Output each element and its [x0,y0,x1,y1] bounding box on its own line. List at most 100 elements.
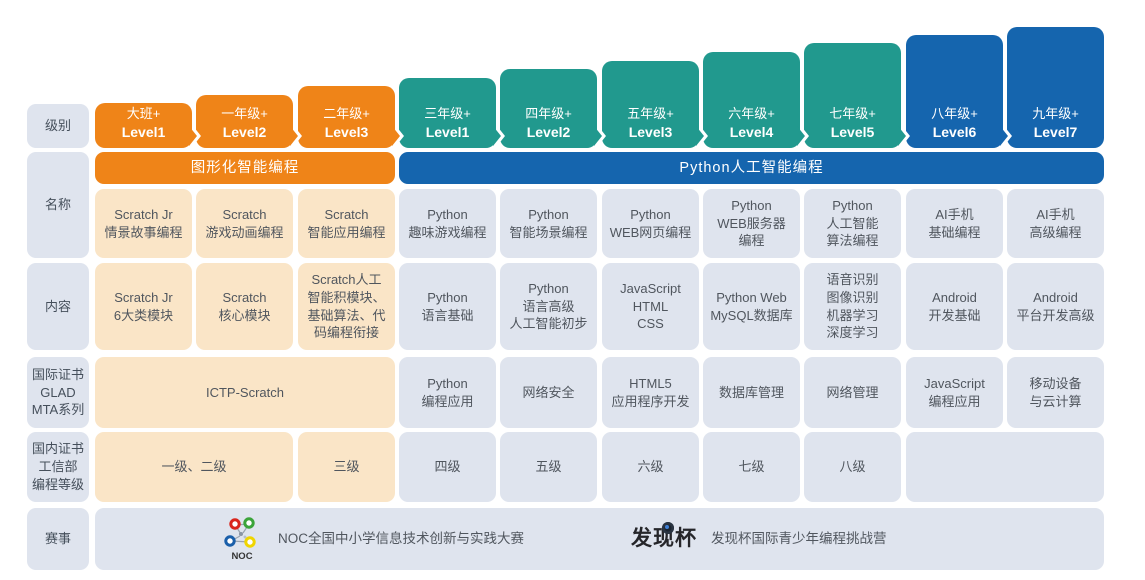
course-content-cell: Android 平台开发高级 [1007,263,1104,350]
faxianbei-competition-text: 发现杯国际青少年编程挑战营 [711,530,887,546]
domestic-grade-cell: 三级 [298,432,395,502]
course-name-cell: Scratch Jr 情景故事编程 [95,189,192,258]
level-number: Level1 [425,123,470,140]
level-number: Level4 [729,123,774,140]
course-content-cell: Android 开发基础 [906,263,1003,350]
course-name-cell: Python WEB网页编程 [602,189,699,258]
camera-lens-icon [662,521,674,534]
level-connector-icon [797,126,805,146]
level-connector-icon [497,126,505,146]
course-name-cell: Python 智能场景编程 [500,189,597,258]
level-connector-icon [594,126,602,146]
level-number: Level3 [628,123,673,140]
level-connector-icon [193,126,201,146]
intl-cert-cell: Python 编程应用 [399,357,496,428]
level-number: Level1 [121,123,166,140]
level-number: Level5 [830,123,875,140]
level-grade: 四年级+ [525,105,572,121]
intl-cert-cell: 网络安全 [500,357,597,428]
course-content-cell: Python 语言基础 [399,263,496,350]
course-name-cell: AI手机 高级编程 [1007,189,1104,258]
course-content-cell: Scratch人工 智能积模块、 基础算法、代 码编程衔接 [298,263,395,350]
course-name-cell: AI手机 基础编程 [906,189,1003,258]
level-grade: 七年级+ [829,105,876,121]
level-cell: 三年级+ Level1 [399,78,496,148]
level-number: Level2 [222,123,267,140]
level-cell: 八年级+ Level6 [906,35,1003,148]
track-band-graphical: 图形化智能编程 [95,152,395,184]
course-name-cell: Python WEB服务器 编程 [703,189,800,258]
row-label-domestic-cert: 国内证书 工信部 编程等级 [27,432,89,502]
course-name-cell: Scratch 游戏动画编程 [196,189,293,258]
level-connector-icon [1000,126,1008,146]
level-cell: 五年级+ Level3 [602,61,699,148]
intl-cert-cell: 移动设备 与云计算 [1007,357,1104,428]
course-content-cell: Python 语言高级 人工智能初步 [500,263,597,350]
domestic-grade-cell: 七级 [703,432,800,502]
level-number: Level7 [1033,123,1078,140]
level-cell: 九年级+ Level7 [1007,27,1104,148]
course-content-cell: 语音识别 图像识别 机器学习 深度学习 [804,263,901,350]
level-number: Level6 [932,123,977,140]
domestic-grade-cell: 六级 [602,432,699,502]
level-grade: 九年级+ [1032,105,1079,121]
level-grade: 二年级+ [323,105,370,121]
course-name-cell: Python 趣味游戏编程 [399,189,496,258]
intl-cert-cell: 数据库管理 [703,357,800,428]
level-cell: 二年级+ Level3 [298,86,395,148]
level-connector-icon [493,126,501,146]
intl-cert-cell: JavaScript 编程应用 [906,357,1003,428]
domestic-grade-empty-cell [906,432,1104,502]
intl-cert-cell-scratch: ICTP-Scratch [95,357,395,428]
level-connector-icon [290,126,298,146]
course-content-cell: Scratch 核心模块 [196,263,293,350]
level-grade: 八年级+ [931,105,978,121]
row-label-competition: 赛事 [27,508,89,570]
noc-competition-text: NOC全国中小学信息技术创新与实践大赛 [278,530,524,546]
faxianbei-competition: 发现杯 发现杯国际青少年编程挑战营 [631,508,887,570]
level-grade: 五年级+ [627,105,674,121]
level-connector-icon [294,126,302,146]
level-connector-icon [1004,126,1012,146]
level-connector-icon [396,126,404,146]
faxianbei-logo: 发现杯 [631,521,697,554]
level-number: Level2 [526,123,571,140]
level-connector-icon [696,126,704,146]
row-label-content: 内容 [27,263,89,350]
level-connector-icon [598,126,606,146]
noc-competition: NOC NOC全国中小学信息技术创新与实践大赛 [220,508,524,570]
course-name-cell: Scratch 智能应用编程 [298,189,395,258]
level-connector-icon [801,126,809,146]
level-connector-icon [700,126,708,146]
level-cell: 六年级+ Level4 [703,52,800,148]
course-content-cell: Scratch Jr 6大类模块 [95,263,192,350]
level-grade: 六年级+ [728,105,775,121]
level-connector-icon [898,126,906,146]
domestic-grade-cell: 五级 [500,432,597,502]
noc-logo-icon: NOC [224,517,256,562]
level-cell: 七年级+ Level5 [804,43,901,148]
level-cell: 大班+ Level1 [95,103,192,148]
level-connector-icon [392,126,400,146]
level-number: Level3 [324,123,369,140]
row-label-level: 级别 [27,104,89,148]
course-content-cell: Python Web MySQL数据库 [703,263,800,350]
row-label-intl-cert: 国际证书 GLAD MTA系列 [27,357,89,428]
domestic-grade-cell: 四级 [399,432,496,502]
domestic-grade-cell: 一级、二级 [95,432,293,502]
level-connector-icon [902,126,910,146]
level-grade: 大班+ [126,105,161,121]
intl-cert-cell: 网络管理 [804,357,901,428]
domestic-grade-cell: 八级 [804,432,901,502]
course-content-cell: JavaScript HTML CSS [602,263,699,350]
row-label-name: 名称 [27,152,89,258]
course-name-cell: Python 人工智能 算法编程 [804,189,901,258]
level-grade: 三年级+ [424,105,471,121]
faxianbei-logo-text: 发现杯 [631,526,697,550]
noc-logo-text: NOC [231,551,252,562]
track-band-python: Python人工智能编程 [399,152,1104,184]
competition-row-cell: NOC NOC全国中小学信息技术创新与实践大赛 发现杯 发现杯国际青少年编程挑战… [95,508,1104,570]
level-connector-icon [189,126,197,146]
level-cell: 四年级+ Level2 [500,69,597,148]
